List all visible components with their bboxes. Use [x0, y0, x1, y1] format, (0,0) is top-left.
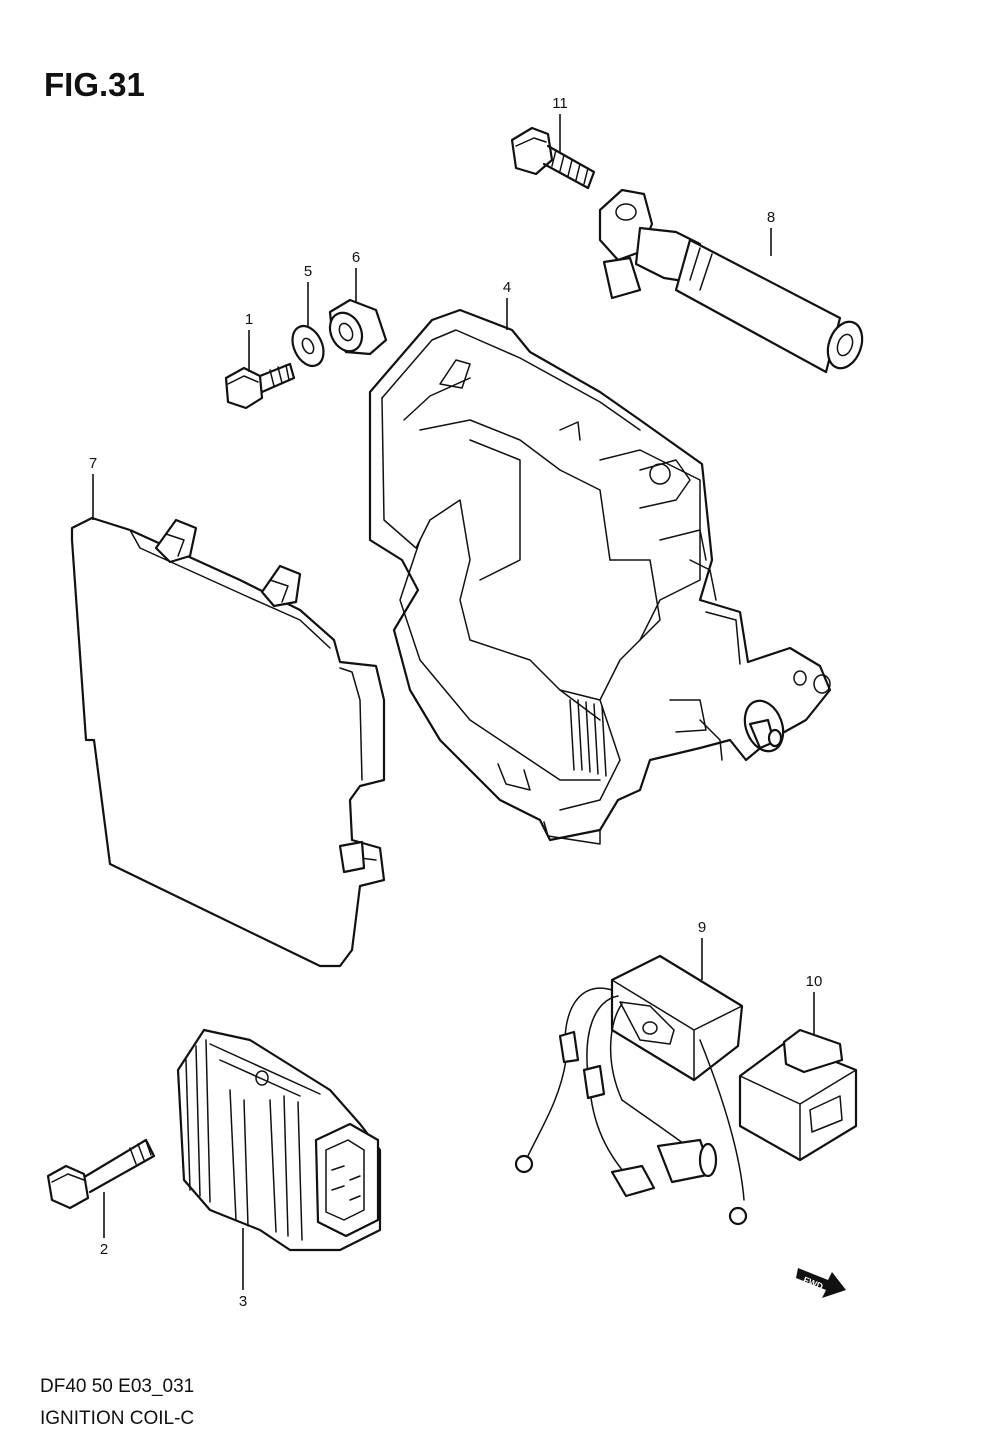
- part-9-module[interactable]: [514, 954, 748, 1226]
- svg-text:1: 1: [245, 311, 253, 328]
- part-10-block[interactable]: [738, 1028, 858, 1162]
- svg-text:11: 11: [552, 95, 568, 112]
- part-4-bracket[interactable]: [368, 308, 832, 845]
- part-1-bolt[interactable]: [224, 362, 296, 410]
- callout-7: 7: [89, 455, 97, 520]
- fwd-arrow: FWD: [796, 1268, 846, 1298]
- callout-8: 8: [767, 209, 775, 256]
- svg-text:5: 5: [304, 263, 312, 280]
- callout-5: 5: [304, 263, 312, 326]
- svg-text:4: 4: [503, 279, 511, 296]
- svg-text:7: 7: [89, 455, 97, 472]
- svg-text:2: 2: [100, 1241, 108, 1258]
- callout-1: 1: [245, 311, 253, 372]
- part-8-ignition-coil[interactable]: [598, 188, 868, 374]
- svg-text:6: 6: [352, 249, 360, 266]
- part-3-regulator[interactable]: [176, 1028, 382, 1252]
- footer-title: IGNITION COIL-C: [40, 1408, 194, 1429]
- figure-label: FIG.31: [44, 66, 145, 103]
- callout-10: 10: [806, 973, 823, 1034]
- fwd-label: FWD: [802, 1275, 825, 1292]
- callout-3: 3: [239, 1228, 247, 1310]
- part-11-bolt[interactable]: [510, 126, 596, 190]
- svg-text:10: 10: [806, 973, 823, 990]
- callout-6: 6: [352, 249, 360, 302]
- callout-2: 2: [100, 1192, 108, 1258]
- svg-text:8: 8: [767, 209, 775, 226]
- callout-4: 4: [503, 279, 511, 330]
- part-6-grommet[interactable]: [324, 298, 388, 356]
- footer-code: DF40 50 E03_031: [40, 1376, 194, 1397]
- callout-9: 9: [698, 919, 706, 980]
- part-7-cover[interactable]: [70, 516, 386, 968]
- svg-text:3: 3: [239, 1293, 247, 1310]
- part-2-bolt[interactable]: [46, 1138, 156, 1210]
- part-5-washer[interactable]: [286, 321, 329, 371]
- svg-text:9: 9: [698, 919, 706, 936]
- callout-11: 11: [552, 95, 568, 152]
